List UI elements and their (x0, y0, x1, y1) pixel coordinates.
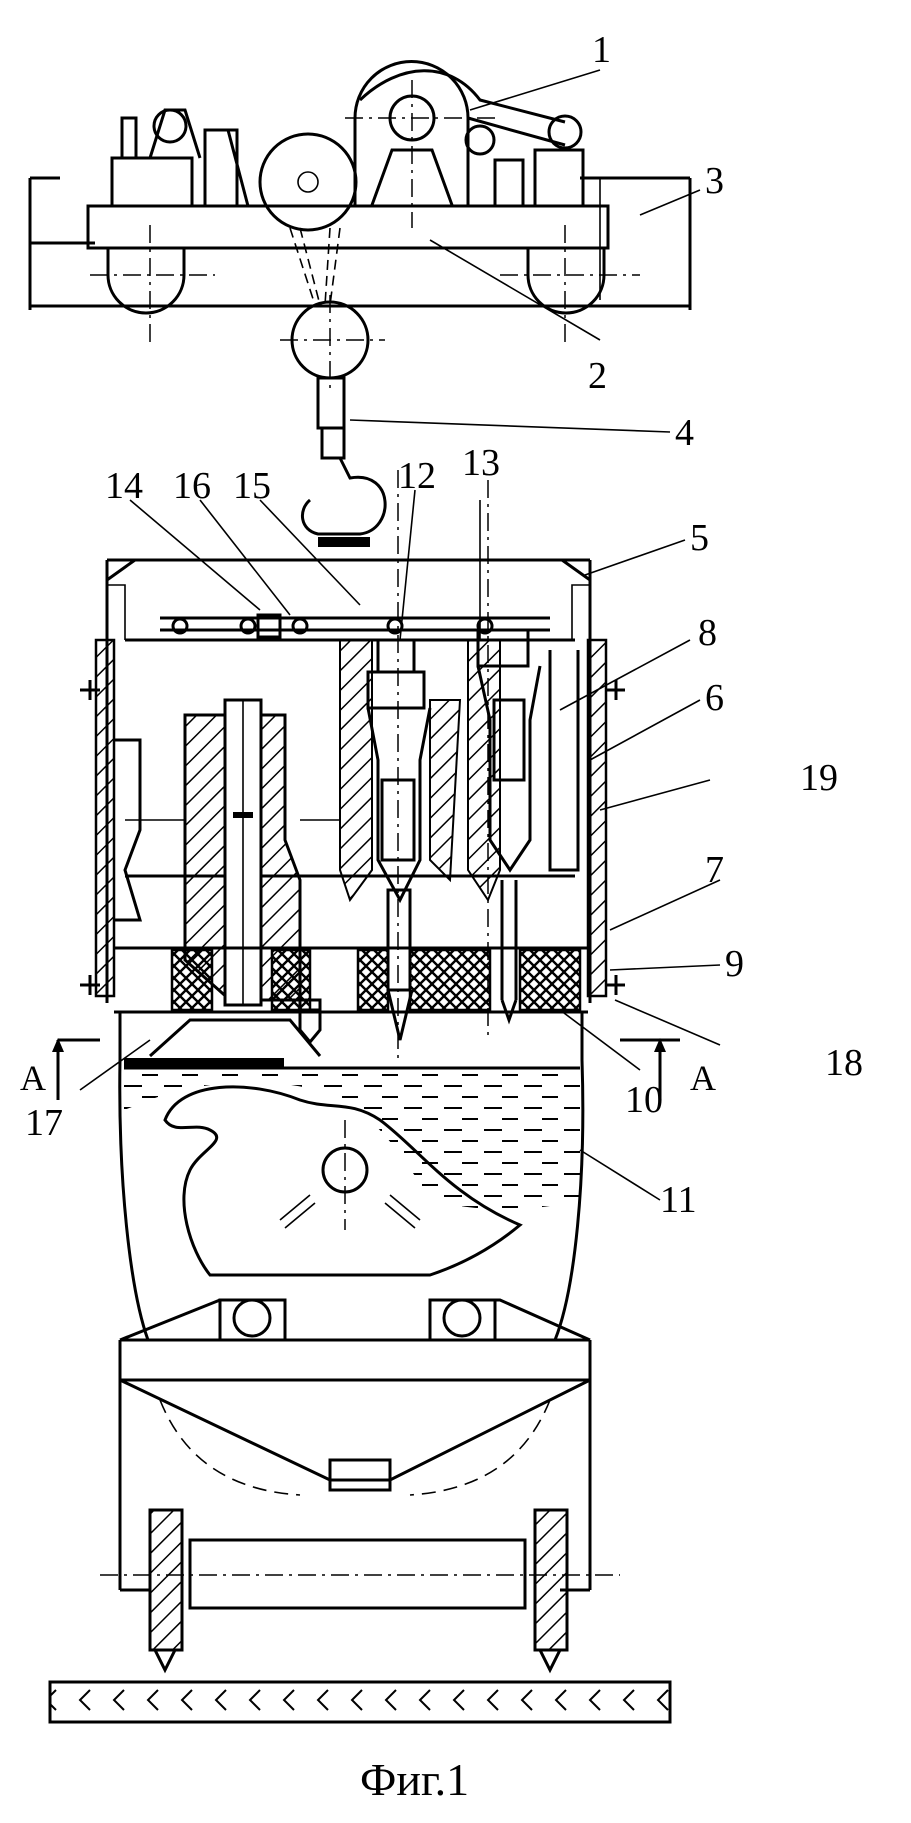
callout-12: 12 (398, 455, 436, 497)
section-label-left: A (20, 1058, 46, 1098)
callout-2: 2 (588, 355, 607, 397)
callout-16: 16 (173, 465, 211, 507)
callout-4: 4 (675, 412, 694, 454)
figure-caption: Фиг.1 (360, 1754, 469, 1805)
car-axle (190, 1540, 525, 1608)
ladle (120, 1012, 583, 1340)
callout-3: 3 (705, 160, 724, 202)
section-mark-left: A (20, 1038, 100, 1100)
ladle-car (100, 1300, 620, 1670)
ground-rail (50, 1682, 670, 1722)
hook (302, 458, 385, 534)
callout-15: 15 (233, 465, 271, 507)
section-label-right: A (690, 1058, 716, 1098)
callout-8: 8 (698, 612, 717, 654)
hoist-drum (260, 134, 356, 230)
leader-lines (80, 70, 720, 1200)
crane-beam (30, 178, 690, 310)
callout-17: 17 (25, 1102, 63, 1144)
motor-block-left (112, 158, 192, 206)
rail-with-rollers (160, 615, 550, 637)
callout-11: 11 (660, 1179, 697, 1221)
callout-14: 14 (105, 465, 143, 507)
callout-7: 7 (705, 849, 724, 891)
side-casing-left (96, 640, 114, 996)
callout-13: 13 (462, 442, 500, 484)
car-wheel-left (150, 1510, 182, 1650)
trolley-frame (88, 206, 608, 248)
car-wheel-right (535, 1510, 567, 1650)
callout-10: 10 (625, 1079, 663, 1121)
callout-6: 6 (705, 677, 724, 719)
trolley-wheel-right (528, 248, 604, 313)
callout-5: 5 (690, 517, 709, 559)
trolley-wheel-left (108, 248, 184, 313)
callout-9: 9 (725, 943, 744, 985)
crane-trolley (30, 61, 690, 345)
callout-labels: 1 2 3 4 5 6 7 8 9 10 11 12 13 14 15 16 1… (25, 29, 863, 1221)
callout-19: 19 (800, 757, 838, 799)
callout-1: 1 (592, 29, 611, 71)
callout-18: 18 (825, 1042, 863, 1084)
